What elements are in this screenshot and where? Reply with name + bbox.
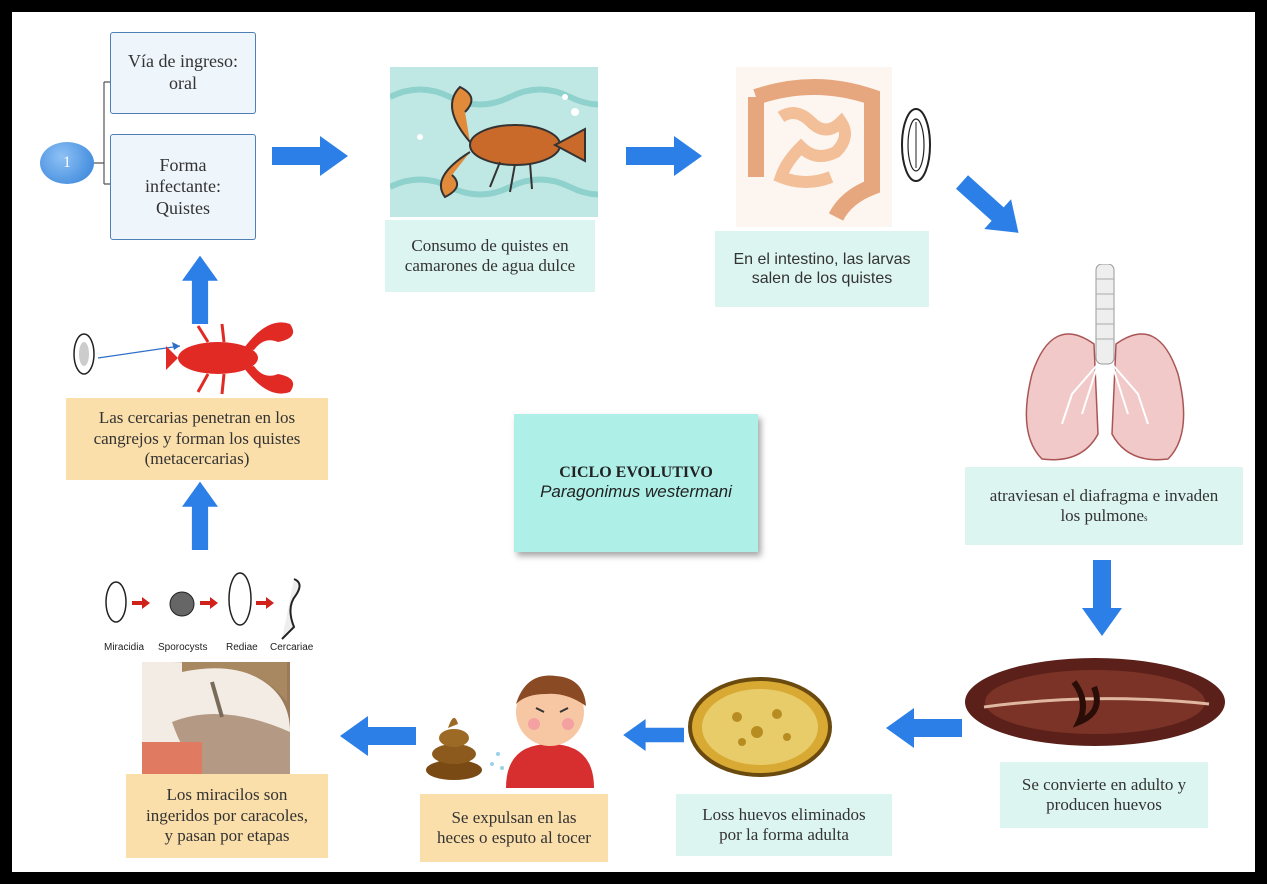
infective-box-line2: infectante: (145, 176, 221, 197)
step-snails-line3: y pasan por etapas (164, 826, 290, 846)
infective-box-line3: Quistes (156, 197, 210, 218)
egg-illustration (688, 677, 832, 777)
larva-illustration (901, 108, 931, 182)
center-title-note: CICLO EVOLUTIVO Paragonimus westermani (514, 414, 758, 552)
rediae-icon (228, 572, 252, 626)
step-snails-line2: ingeridos por caracoles, (146, 805, 308, 825)
crayfish-illustration (390, 67, 598, 217)
step-lungs-suffix: s (1144, 513, 1148, 523)
step-intestine-line2: salen de los quistes (751, 270, 893, 287)
route-box-line2: oral (169, 73, 197, 93)
step-consumption-line1: Consumo de quistes en (411, 235, 569, 255)
start-node: 1 (40, 142, 94, 184)
arrow-right-1 (272, 136, 348, 176)
arrow-down (1082, 560, 1122, 636)
miracidium-illustration (73, 333, 95, 375)
miracidia-icon (105, 581, 127, 623)
step-intestine-line1: En el intestino, las larvas (733, 250, 911, 268)
arrow-left-2 (623, 719, 684, 751)
bracket-connector (94, 79, 121, 187)
route-box: Vía de ingreso:oral (110, 32, 256, 114)
arrow-left-1 (886, 708, 962, 748)
step-adult-line1: Se convierte en adulto y (1021, 774, 1187, 794)
cercaria-icon (281, 578, 301, 640)
step-expelled-line2: heces o esputo al tocer (437, 828, 591, 847)
stage-label-sporocysts: Sporocysts (158, 642, 207, 653)
start-node-label: 1 (63, 154, 71, 171)
step-lungs-line2: los pulmone (1060, 506, 1145, 525)
intestine-illustration (736, 67, 892, 227)
lobster-scene (73, 322, 294, 395)
stool-icon (426, 717, 482, 780)
coughing-child-illustration (490, 675, 594, 788)
step-intestine-box: En el intestino, las larvas salen de los … (715, 231, 929, 307)
species-name: Paragonimus westermani (540, 482, 732, 502)
step-expelled-line1: Se expulsan en las (451, 807, 577, 827)
step-snails-line1: Los miracilos son (166, 785, 288, 805)
step-lungs-line1: atraviesan el diafragma e invaden (989, 485, 1219, 505)
larval-stages-strip: Miracidia Sporocysts Rediae Cercariae (98, 567, 320, 657)
arrow-up-1 (182, 481, 218, 550)
snail-illustration (142, 662, 290, 774)
sporocyst-icon (169, 591, 195, 617)
stage-label-cercariae: Cercariae (270, 642, 314, 653)
infective-box-line1: Forma (159, 154, 207, 175)
stage-label-miracidia: Miracidia (104, 642, 144, 653)
step-consumption-line2: camarones de agua dulce (404, 256, 576, 275)
lungs-illustration (1025, 264, 1185, 461)
step-adult-line2: producen huevos (1046, 795, 1162, 814)
step-cercariae-line2: cangrejos y forman los quistes (93, 428, 301, 448)
cycle-title: CICLO EVOLUTIVO (559, 464, 713, 482)
step-eggs-line1: Loss huevos eliminados (702, 804, 866, 824)
adult-fluke-illustration (965, 658, 1225, 746)
step-cercariae-line1: Las cercarias penetran en los (98, 408, 296, 428)
step-eggs-line2: por la forma adulta (719, 825, 849, 844)
arrow-diagonal (948, 167, 1032, 248)
step-cercariae-line3: (metacercarias) (144, 449, 250, 469)
arrow-left-3 (340, 716, 416, 756)
arrow-right-2 (626, 136, 702, 176)
stage-label-rediae: Rediae (226, 642, 258, 653)
lobster-illustration (166, 322, 294, 395)
route-box-line1: Vía de ingreso: (128, 51, 238, 72)
